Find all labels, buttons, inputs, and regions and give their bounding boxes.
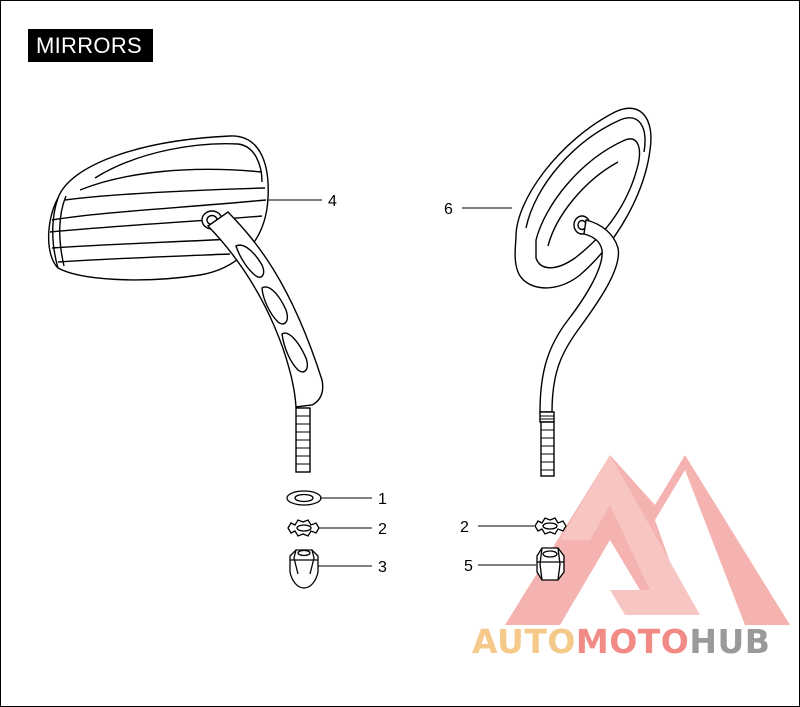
left-acorn-nut	[289, 549, 319, 589]
right-mirror-head	[514, 107, 652, 289]
left-washer	[286, 490, 322, 506]
left-mirror-assembly	[47, 135, 324, 473]
callout-5: 5	[464, 558, 473, 575]
watermark-logo	[505, 455, 790, 625]
callout-1: 1	[378, 491, 387, 508]
left-lock-washer	[287, 519, 320, 537]
watermark-part-moto: MOTO	[575, 622, 690, 661]
watermark-part-auto: AUTO	[472, 622, 576, 661]
right-hex-nut	[536, 547, 565, 581]
right-mirror-assembly	[514, 107, 652, 477]
callout-2-left: 2	[378, 521, 387, 538]
leader-lines	[268, 199, 536, 567]
page-title: MIRRORS	[28, 29, 153, 62]
left-mirror-head	[47, 135, 269, 281]
right-mirror-stud	[540, 421, 555, 477]
watermark-part-hub: HUB	[689, 622, 771, 661]
left-mirror-stem	[206, 211, 324, 408]
watermark-wordmark: AUTOMOTOHUB	[472, 622, 770, 661]
callout-2-right: 2	[460, 519, 469, 536]
callout-4: 4	[328, 193, 337, 210]
callout-3: 3	[378, 559, 387, 576]
callout-6: 6	[444, 201, 453, 218]
right-lock-washer	[534, 517, 567, 535]
